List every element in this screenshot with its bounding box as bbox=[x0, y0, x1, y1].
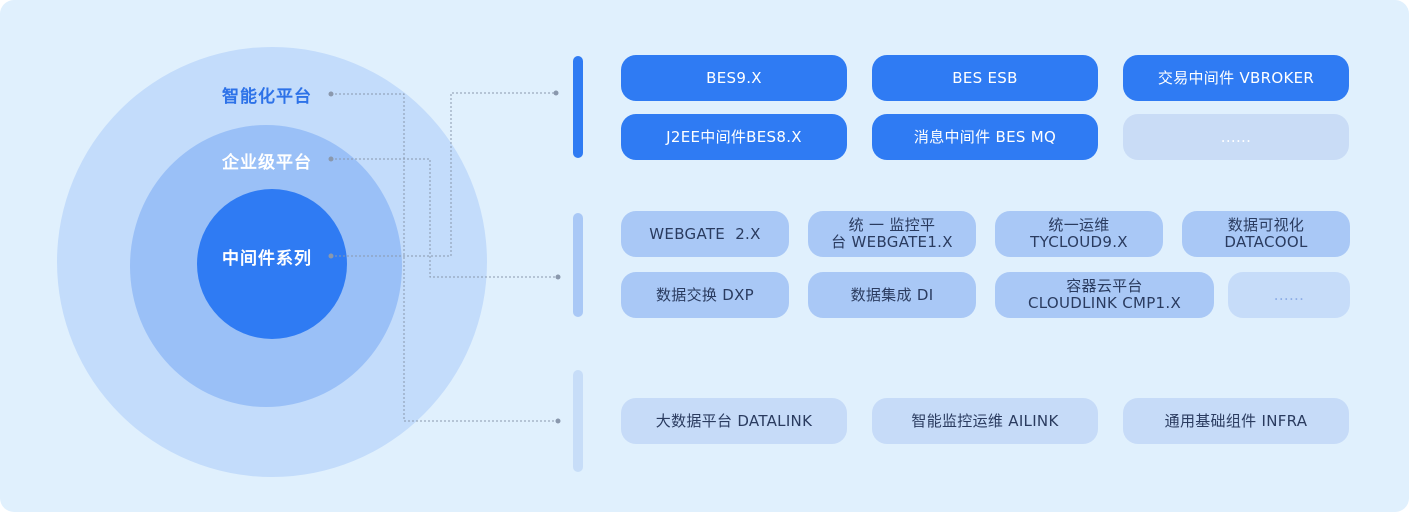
group-bar-bottom bbox=[573, 370, 583, 472]
product-pill: BES9.X bbox=[621, 55, 847, 101]
inner-ring bbox=[197, 189, 347, 339]
product-pill: 数据交换 DXP bbox=[621, 272, 789, 318]
product-pill: 数据集成 DI bbox=[808, 272, 976, 318]
more-pill: ...... bbox=[1123, 114, 1349, 160]
product-pill: 统一运维 TYCLOUD9.X bbox=[995, 211, 1163, 257]
connector-dot bbox=[555, 274, 561, 280]
group-bar-middle bbox=[573, 213, 583, 317]
inner-ring-label: 中间件系列 bbox=[222, 249, 312, 269]
connector-dot bbox=[553, 90, 559, 96]
middle-ring-label: 企业级平台 bbox=[222, 153, 312, 173]
product-pill: BES ESB bbox=[872, 55, 1098, 101]
connector-dot bbox=[555, 418, 561, 424]
product-pill: 消息中间件 BES MQ bbox=[872, 114, 1098, 160]
product-pill: 大数据平台 DATALINK bbox=[621, 398, 847, 444]
product-pill: J2EE中间件BES8.X bbox=[621, 114, 847, 160]
product-pill: 通用基础组件 INFRA bbox=[1123, 398, 1349, 444]
more-pill: ...... bbox=[1228, 272, 1350, 318]
product-pill: WEBGATE 2.X bbox=[621, 211, 789, 257]
product-pill: 统 一 监控平 台 WEBGATE1.X bbox=[808, 211, 976, 257]
group-bar-top bbox=[573, 56, 583, 158]
product-pill: 智能监控运维 AILINK bbox=[872, 398, 1098, 444]
product-pill: 交易中间件 VBROKER bbox=[1123, 55, 1349, 101]
product-pill: 容器云平台 CLOUDLINK CMP1.X bbox=[995, 272, 1214, 318]
product-pill: 数据可视化 DATACOOL bbox=[1182, 211, 1350, 257]
outer-ring-label: 智能化平台 bbox=[222, 87, 312, 107]
